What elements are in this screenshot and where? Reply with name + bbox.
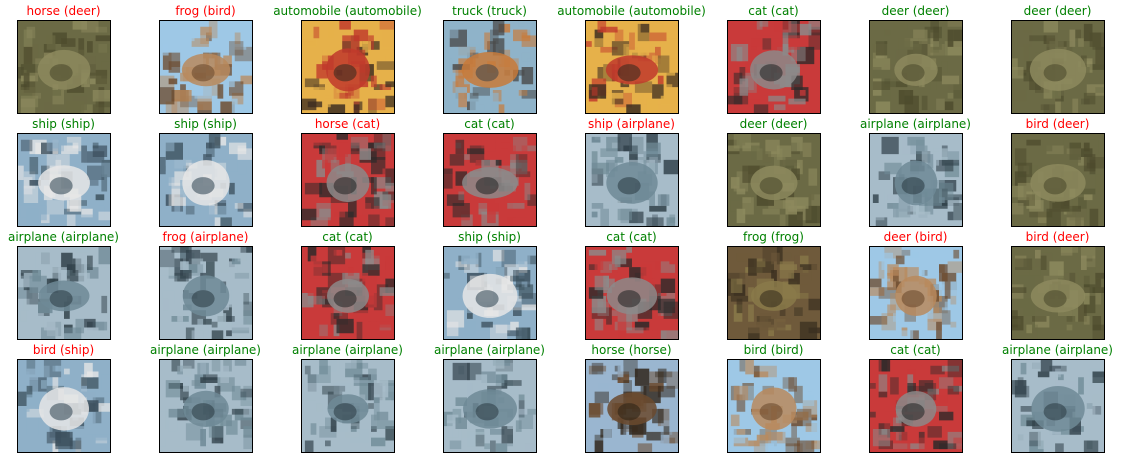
prediction-cell: deer (deer) xyxy=(654,117,894,229)
sample-image xyxy=(584,246,679,340)
prediction-caption: cat (cat) xyxy=(890,343,941,357)
prediction-cell: ship (ship) xyxy=(86,117,326,229)
prediction-caption: cat (cat) xyxy=(748,4,799,18)
sample-image xyxy=(584,20,679,114)
prediction-caption: deer (deer) xyxy=(1023,4,1092,18)
prediction-caption: horse (cat) xyxy=(314,117,381,131)
sample-image xyxy=(442,133,537,227)
prediction-cell: horse (deer) xyxy=(0,4,184,116)
prediction-caption: automobile (automobile) xyxy=(557,4,706,18)
sample-image xyxy=(868,133,963,227)
prediction-caption: deer (bird) xyxy=(883,230,948,244)
prediction-caption: deer (deer) xyxy=(881,4,950,18)
prediction-cell: ship (ship) xyxy=(0,117,184,229)
sample-image xyxy=(726,133,821,227)
sample-image xyxy=(442,246,537,340)
prediction-cell: cat (cat) xyxy=(370,117,610,229)
prediction-cell: cat (cat) xyxy=(512,230,752,342)
sample-image xyxy=(300,246,395,340)
prediction-cell: ship (airplane) xyxy=(512,117,752,229)
sample-image xyxy=(442,20,537,114)
prediction-cell: airplane (airplane) xyxy=(0,230,184,342)
sample-image xyxy=(868,246,963,340)
sample-image xyxy=(16,133,111,227)
sample-image xyxy=(158,246,253,340)
sample-image xyxy=(868,20,963,114)
sample-image xyxy=(1010,20,1105,114)
prediction-caption: bird (bird) xyxy=(743,343,804,357)
prediction-caption: airplane (airplane) xyxy=(859,117,971,131)
prediction-caption: ship (ship) xyxy=(32,117,95,131)
sample-image xyxy=(584,359,679,453)
prediction-caption: deer (deer) xyxy=(739,117,808,131)
prediction-cell: horse (cat) xyxy=(228,117,468,229)
prediction-caption: frog (frog) xyxy=(743,230,804,244)
prediction-caption: frog (airplane) xyxy=(162,230,249,244)
prediction-cell: frog (airplane) xyxy=(86,230,326,342)
prediction-cell: cat (cat) xyxy=(796,343,1036,455)
sample-image xyxy=(158,133,253,227)
sample-image xyxy=(1010,359,1105,453)
prediction-cell: truck (truck) xyxy=(370,4,610,116)
prediction-caption: airplane (airplane) xyxy=(7,230,119,244)
prediction-cell: airplane (airplane) xyxy=(938,343,1123,455)
prediction-caption: bird (deer) xyxy=(1025,230,1090,244)
sample-image xyxy=(158,20,253,114)
prediction-caption: airplane (airplane) xyxy=(291,343,403,357)
sample-image xyxy=(158,359,253,453)
prediction-caption: truck (truck) xyxy=(452,4,527,18)
prediction-caption: ship (ship) xyxy=(174,117,237,131)
prediction-cell: bird (ship) xyxy=(0,343,184,455)
sample-image xyxy=(584,133,679,227)
prediction-cell: cat (cat) xyxy=(228,230,468,342)
sample-image xyxy=(726,359,821,453)
prediction-caption: cat (cat) xyxy=(322,230,373,244)
prediction-cell: automobile (automobile) xyxy=(512,4,752,116)
sample-image xyxy=(1010,246,1105,340)
prediction-cell: deer (deer) xyxy=(796,4,1036,116)
prediction-caption: ship (ship) xyxy=(458,230,521,244)
prediction-caption: cat (cat) xyxy=(606,230,657,244)
prediction-cell: airplane (airplane) xyxy=(796,117,1036,229)
sample-image xyxy=(726,246,821,340)
prediction-cell: bird (deer) xyxy=(938,230,1123,342)
prediction-caption: frog (bird) xyxy=(175,4,236,18)
prediction-cell: ship (ship) xyxy=(370,230,610,342)
sample-image xyxy=(300,359,395,453)
prediction-cell: deer (deer) xyxy=(938,4,1123,116)
prediction-cell: cat (cat) xyxy=(654,4,894,116)
prediction-caption: airplane (airplane) xyxy=(1001,343,1113,357)
prediction-cell: frog (bird) xyxy=(86,4,326,116)
sample-image xyxy=(16,20,111,114)
sample-image xyxy=(726,20,821,114)
prediction-caption: bird (deer) xyxy=(1025,117,1090,131)
prediction-caption: automobile (automobile) xyxy=(273,4,422,18)
prediction-caption: horse (deer) xyxy=(26,4,101,18)
prediction-cell: bird (deer) xyxy=(938,117,1123,229)
sample-image xyxy=(16,359,111,453)
sample-image xyxy=(16,246,111,340)
prediction-caption: bird (ship) xyxy=(32,343,95,357)
prediction-cell: airplane (airplane) xyxy=(86,343,326,455)
prediction-caption: ship (airplane) xyxy=(588,117,675,131)
sample-image xyxy=(1010,133,1105,227)
sample-image xyxy=(442,359,537,453)
sample-image xyxy=(300,133,395,227)
prediction-cell: deer (bird) xyxy=(796,230,1036,342)
sample-image xyxy=(300,20,395,114)
prediction-caption: airplane (airplane) xyxy=(149,343,261,357)
prediction-cell: airplane (airplane) xyxy=(370,343,610,455)
prediction-caption: cat (cat) xyxy=(464,117,515,131)
prediction-cell: horse (horse) xyxy=(512,343,752,455)
prediction-cell: automobile (automobile) xyxy=(228,4,468,116)
prediction-cell: frog (frog) xyxy=(654,230,894,342)
prediction-cell: bird (bird) xyxy=(654,343,894,455)
prediction-cell: airplane (airplane) xyxy=(228,343,468,455)
sample-image xyxy=(868,359,963,453)
prediction-caption: horse (horse) xyxy=(591,343,672,357)
prediction-caption: airplane (airplane) xyxy=(433,343,545,357)
